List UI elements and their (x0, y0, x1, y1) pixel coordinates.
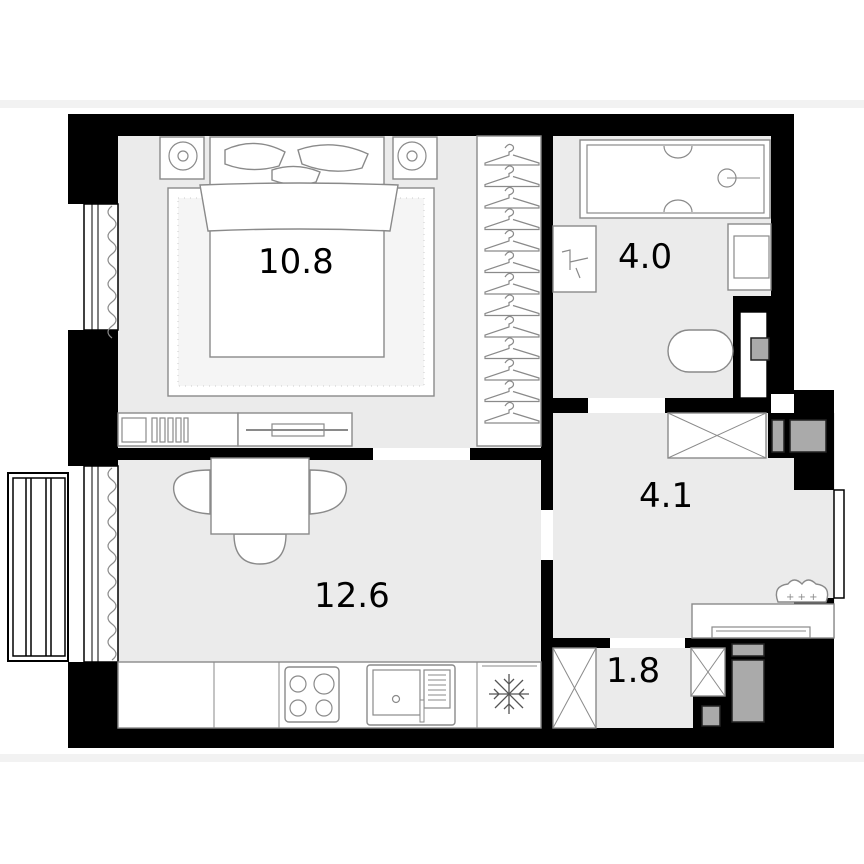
svg-text:+ + +: + + + (786, 592, 818, 603)
washbasin (727, 223, 772, 291)
living-curtain (107, 467, 117, 661)
hanger-icon (484, 358, 540, 381)
nightstand-right (392, 136, 438, 180)
hanger-icon (484, 186, 540, 209)
hanger-icon (484, 337, 540, 360)
hanger-icon (484, 251, 540, 274)
toilet (667, 329, 734, 373)
bathtub (579, 139, 771, 219)
hanger-icon (484, 272, 540, 295)
shoe-bench (691, 603, 835, 639)
dining-table (210, 457, 310, 535)
living-kitchen-furniture: 12.6 (117, 457, 542, 729)
hanger-icon (484, 315, 540, 338)
hanger-icon (484, 380, 540, 403)
room-area-storage: 1.8 (606, 651, 660, 691)
top-margin (0, 0, 864, 108)
chair-left (172, 469, 211, 515)
hanger-icons (484, 143, 540, 424)
chair-bottom (233, 533, 287, 565)
room-area-bedroom: 10.8 (258, 242, 334, 282)
pillow (271, 165, 321, 186)
hanger-icon (484, 294, 540, 317)
hallway-furniture: 4.1 + + + (639, 412, 835, 639)
top-band (0, 100, 864, 108)
balcony (7, 472, 69, 662)
bottom-margin (0, 754, 864, 864)
bottom-band (0, 754, 864, 762)
pillow (224, 142, 286, 171)
washing-machine (552, 225, 597, 293)
windows (7, 203, 845, 663)
room-area-bathroom: 4.0 (618, 237, 672, 277)
fridge (482, 665, 537, 714)
hanger-icon (484, 208, 540, 231)
hanger-icon (484, 401, 540, 424)
bedroom-curtain (107, 205, 117, 339)
hallway-window (833, 489, 845, 599)
bathroom-furniture: 4.0 (552, 139, 772, 399)
room-area-living-kitchen: 12.6 (314, 576, 390, 616)
chair-right (309, 469, 348, 515)
bedroom-furniture: 10.8 (117, 135, 542, 447)
hanger-icon (484, 165, 540, 188)
pillow (297, 144, 369, 172)
hanger-icon (484, 229, 540, 252)
hanger-icon (484, 143, 540, 166)
blanket-fold (199, 182, 399, 232)
cooktop (284, 666, 340, 723)
storage-furniture: 1.8 (552, 643, 765, 729)
pouf (775, 579, 829, 603)
room-area-hallway: 4.1 (639, 476, 693, 516)
